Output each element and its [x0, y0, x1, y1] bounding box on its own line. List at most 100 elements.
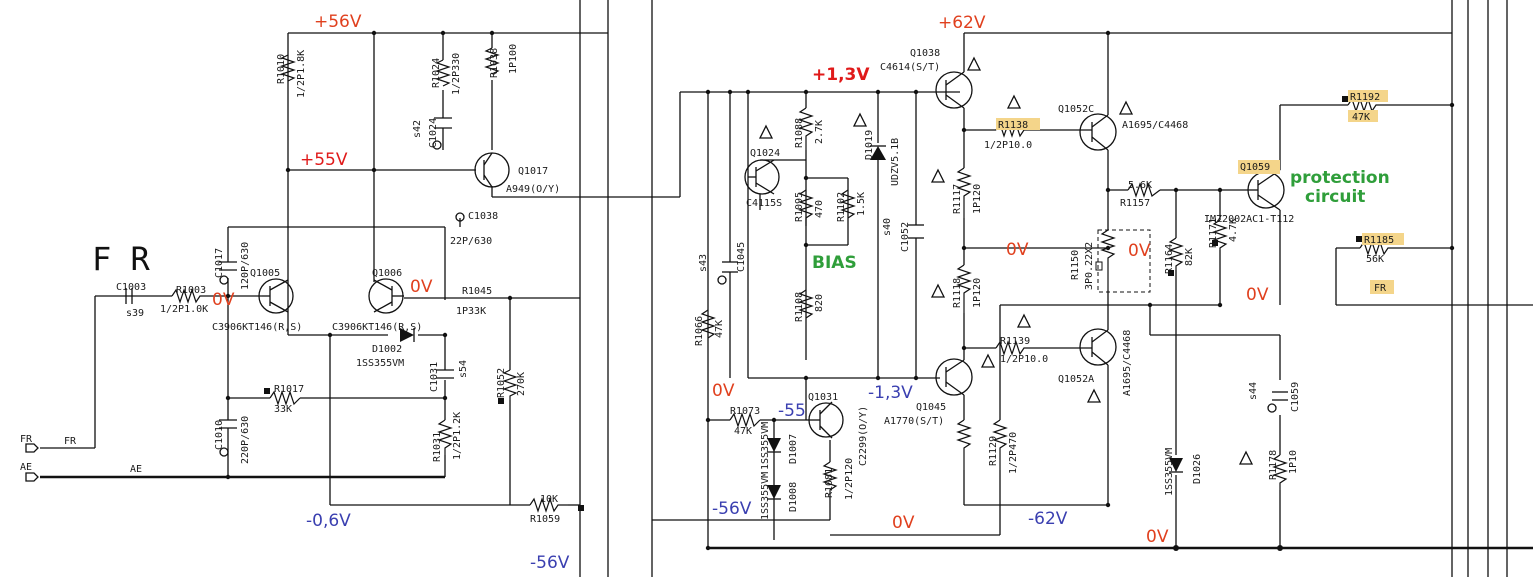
label-r1129-value: 1/2P470: [1008, 432, 1019, 474]
label-d1008-type: 1SS355VM: [760, 472, 771, 520]
r1150-dashed-box: [1095, 229, 1151, 293]
label-c1010: C1010: [214, 420, 225, 450]
label-r1157: R1157: [1120, 198, 1150, 209]
label-r1139: R1139: [1000, 336, 1030, 347]
label-d1002-type: 1SS355VM: [356, 358, 404, 369]
label-d1026-type: 1SS355VM: [1164, 448, 1175, 496]
voltage-minus1-3: -1,3V: [868, 383, 913, 403]
voltage-minus56-bottom: -56V: [530, 553, 570, 573]
voltage-plus56: +56V: [314, 12, 362, 32]
label-q1059: Q1059: [1240, 162, 1270, 173]
label-r1095: R1095: [794, 192, 805, 222]
label-r1081: R1081: [824, 468, 835, 498]
label-r1052-value: 270K: [516, 372, 527, 396]
label-r1138-value: 1/2P10.0: [984, 140, 1032, 151]
label-q1052c-type: A1695/C4468: [1122, 120, 1188, 131]
label-q1052a: Q1052A: [1058, 374, 1094, 385]
warning-icon: [930, 283, 946, 298]
left-block-resistors: [171, 47, 568, 513]
voltage-zero-r1150: 0V: [1128, 241, 1151, 261]
label-c1031: C1031: [429, 362, 440, 392]
label-d1002: D1002: [372, 344, 402, 355]
voltage-zero-r1066: 0V: [712, 381, 735, 401]
label-r1038: R1038: [489, 48, 500, 78]
label-r1118-value: 1P120: [972, 278, 983, 308]
label-r1178: R1178: [1268, 450, 1279, 480]
terminals: [25, 443, 39, 482]
label-c1017: C1017: [214, 248, 225, 278]
label-q1052a-type: A1695/C4468: [1122, 330, 1133, 396]
warning-icon: [758, 124, 774, 139]
label-d1007-type: 1SS355VM: [760, 422, 771, 470]
c1059-symbol: [1267, 391, 1288, 413]
label-r1017: R1017: [274, 384, 304, 395]
schematic-title: F R: [92, 240, 151, 278]
label-q1045: Q1045: [916, 402, 946, 413]
q1017-symbol: [474, 152, 510, 188]
net-label-fr: FR: [20, 434, 33, 445]
voltage-plus55: +55V: [300, 150, 348, 170]
label-q1031-type: C2299(O/Y): [858, 406, 869, 466]
label-r1171-value: 4.7K: [1228, 218, 1239, 242]
net-label-ae: AE: [20, 462, 32, 473]
label-r1108-value: 820: [814, 294, 825, 312]
warning-icon: [1238, 450, 1254, 465]
component-labels-left: R1010 1/2P1.8K R1024 1/2P330 R1038 1P100…: [116, 44, 560, 525]
label-r1178-value: 1P10: [1288, 450, 1299, 474]
left-block-wires: [40, 32, 960, 506]
label-r1108: R1108: [794, 292, 805, 322]
label-r1150-value: 3P0.22X2: [1084, 242, 1095, 290]
label-c1038-value: 22P/630: [450, 236, 492, 247]
q1059-symbol: [1247, 169, 1285, 211]
protection-label-line2: circuit: [1305, 187, 1365, 207]
label-r1073-value: 47K: [734, 426, 752, 437]
label-r1052: R1052: [496, 368, 507, 398]
label-r1118: R1118: [952, 278, 963, 308]
label-q1017-type: A949(O/Y): [506, 184, 560, 195]
label-r1003: R1003: [176, 285, 206, 296]
q1031-symbol: [806, 401, 844, 439]
output-stage-resistors: [956, 97, 1400, 490]
voltage-plus62: +62V: [938, 13, 986, 33]
label-q1059-type: IMZ2002AC1-T112: [1204, 214, 1294, 225]
middle-block-resistors: [700, 107, 856, 496]
page-dividers: [579, 0, 1508, 577]
warning-icons: [758, 56, 1254, 465]
label-c1010-value: 220P/630: [240, 416, 251, 464]
q1052c-symbol: [1079, 113, 1117, 151]
label-s43: s43: [698, 254, 709, 272]
label-r1150: R1150: [1070, 250, 1081, 280]
left-block-capacitors: [125, 117, 465, 457]
d1026-symbol: [1169, 458, 1183, 473]
label-r1031: R1031: [432, 432, 443, 462]
label-r1129: R1129: [988, 436, 999, 466]
middle-junctions: [705, 89, 919, 551]
label-r1117-value: 1P120: [972, 184, 983, 214]
label-r1066: R1066: [694, 316, 705, 346]
label-r1059: R1059: [530, 514, 560, 525]
label-r1088-value: 2.7K: [814, 120, 825, 144]
q1024-symbol: [744, 159, 780, 195]
label-s39: s39: [126, 308, 144, 319]
label-r1073: R1073: [730, 406, 760, 417]
q1045-symbol: [935, 358, 973, 396]
label-s54: s54: [458, 360, 469, 378]
q1038-symbol: [935, 71, 973, 109]
label-r1031-value: 1/2P1.2K: [452, 412, 463, 460]
label-d1019: D1019: [864, 130, 875, 160]
voltage-zero-protection: 0V: [1246, 285, 1269, 305]
label-q1024: Q1024: [750, 148, 780, 159]
label-r1192: R1192: [1350, 92, 1380, 103]
voltage-zero-q1005: 0V: [212, 290, 235, 310]
left-junctions: [225, 30, 584, 511]
d1002-symbol: [400, 328, 415, 342]
voltage-minus62: -62V: [1028, 509, 1068, 529]
label-r1095-value: 470: [814, 200, 825, 218]
warning-icon: [1016, 313, 1032, 328]
label-c1045: C1045: [736, 242, 747, 272]
voltage-minus0-6: -0,6V: [306, 511, 351, 531]
q1052a-symbol: [1079, 328, 1117, 366]
label-r1164: R1164: [1164, 244, 1175, 274]
c1045-c1052-symbols: [717, 224, 924, 285]
output-stage-wires: [830, 32, 1533, 548]
